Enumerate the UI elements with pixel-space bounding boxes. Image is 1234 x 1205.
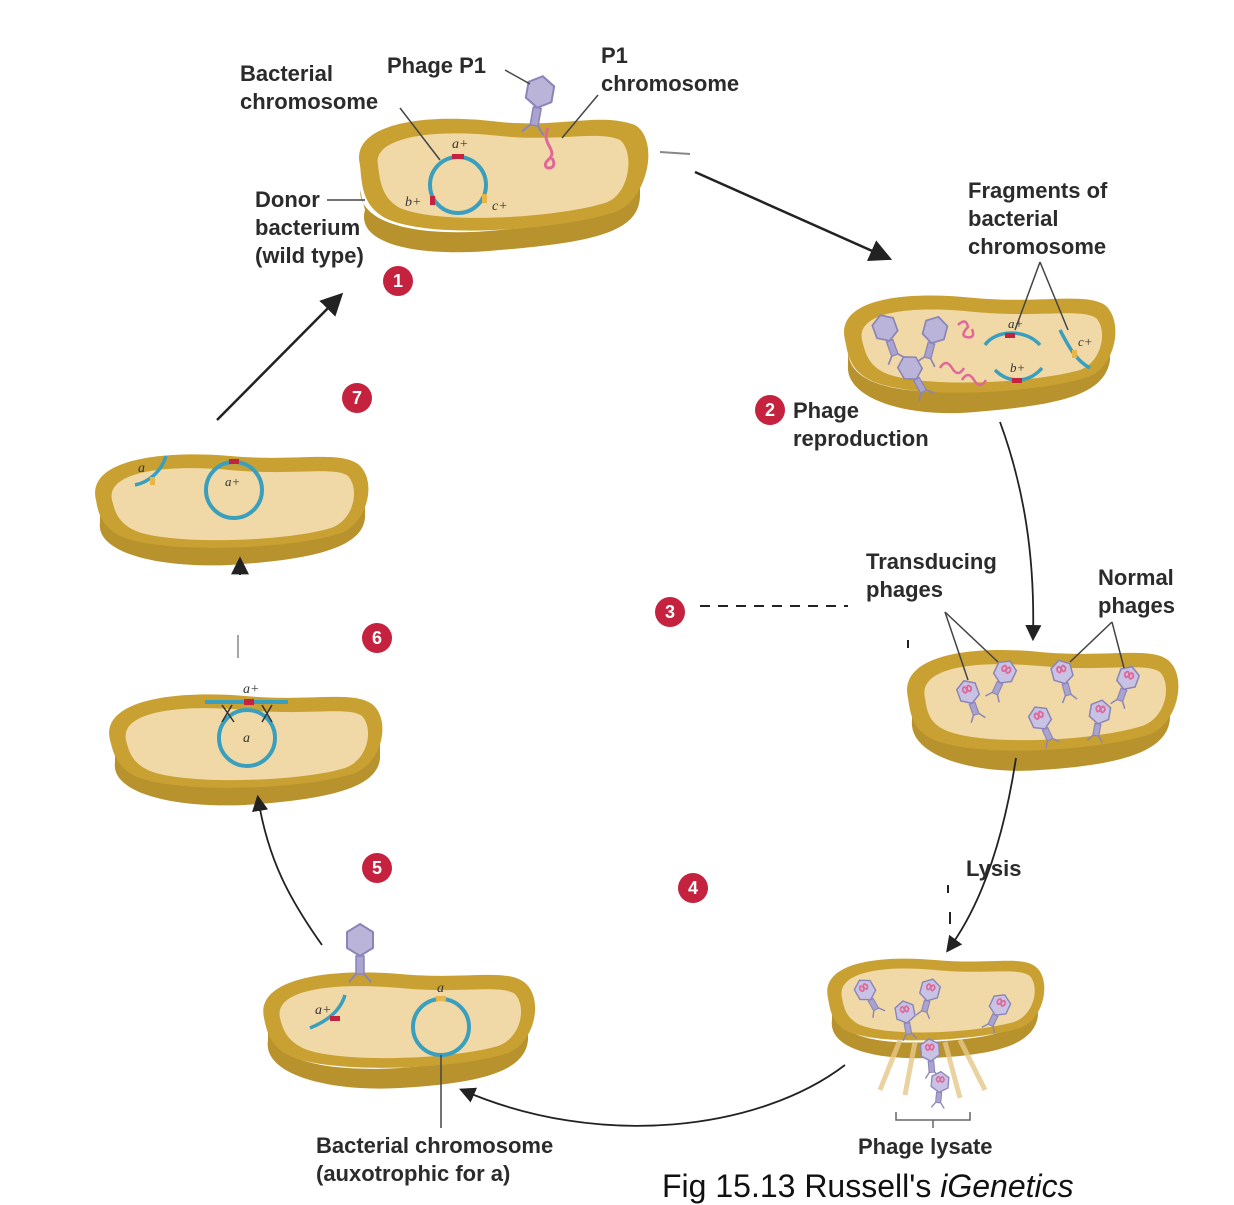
label-bacterial-chromosome-top: Bacterial chromosome (240, 61, 379, 114)
recipient-bacterium-cell: a a+ (263, 923, 536, 1128)
figure-caption: Fig 15.13 Russell's iGenetics (662, 1168, 1074, 1205)
p1-chromosome-strand (544, 127, 556, 170)
step-badge-2: 2 (755, 395, 785, 425)
svg-text:a+: a+ (225, 474, 240, 489)
step-badge-4: 4 (678, 873, 708, 903)
svg-text:5: 5 (372, 858, 382, 878)
phage-reproduction-cell: a+ b+ c+ (843, 261, 1116, 414)
svg-text:7: 7 (352, 388, 362, 408)
svg-text:a: a (243, 731, 250, 746)
donor-bacterium-cell: a+ b+ c+ (327, 69, 649, 253)
step-badge-5: 5 (362, 853, 392, 883)
svg-text:c+: c+ (1078, 334, 1093, 349)
process-arrows (216, 151, 1042, 1127)
svg-text:a: a (138, 461, 145, 476)
caption-text: Fig 15.13 Russell's (662, 1168, 932, 1204)
svg-text:3: 3 (665, 602, 675, 622)
svg-text:a: a (437, 981, 444, 996)
svg-text:1: 1 (393, 271, 403, 291)
transducing-phages-cell (907, 611, 1179, 771)
label-phage-reproduction: Phage reproduction (793, 398, 929, 451)
label-bacterial-chromosome-bottom: Bacterial chromosome (auxotrophic for a) (316, 1133, 554, 1186)
svg-text:4: 4 (688, 878, 698, 898)
step-badge-7: 7 (342, 383, 372, 413)
step-badge-6: 6 (362, 623, 392, 653)
svg-text:6: 6 (372, 628, 382, 648)
label-p1-chromosome: P1 chromosome (601, 43, 740, 96)
label-fragments: Fragments of bacterial chromosome (968, 178, 1108, 259)
svg-text:2: 2 (765, 400, 775, 420)
phage-lysate-cell (827, 958, 1045, 1128)
label-transducing-phages: Transducing phages (866, 549, 997, 602)
gene-c-plus-label: c+ (492, 199, 508, 214)
svg-text:a+: a+ (315, 1003, 331, 1018)
step-badge-1: 1 (383, 266, 413, 296)
svg-text:a+: a+ (243, 682, 259, 697)
caption-italic: iGenetics (940, 1168, 1074, 1204)
label-phage-lysate: Phage lysate (858, 1134, 993, 1159)
label-donor-bacterium: Donor bacterium (wild type) (255, 187, 364, 268)
svg-text:b+: b+ (1010, 360, 1025, 375)
step-badges: 1 2 3 4 5 6 7 (342, 266, 785, 903)
recombination-cell: a+ a (109, 682, 383, 806)
gene-b-plus-label: b+ (405, 195, 421, 210)
label-normal-phages: Normal phages (1098, 565, 1176, 618)
label-phage-p1: Phage P1 (387, 53, 487, 78)
step-badge-3: 3 (655, 597, 685, 627)
transductant-cell: a+ a (95, 454, 369, 566)
gene-a-plus-label: a+ (452, 137, 468, 152)
label-lysis: Lysis (966, 856, 1022, 881)
